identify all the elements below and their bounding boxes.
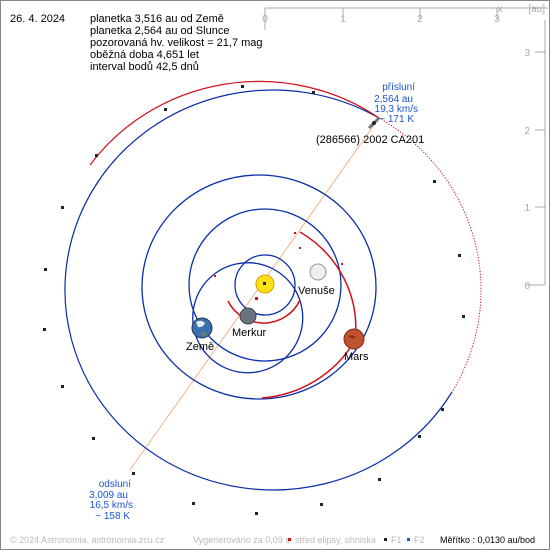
planet-labels: Venuše Merkur Země Mars (286566) 2002 CA… bbox=[186, 134, 424, 363]
aphelion-temp: ~ 158 K bbox=[95, 511, 130, 522]
venus-orbit bbox=[192, 263, 304, 374]
asteroid-orbit-above bbox=[378, 117, 482, 393]
center-marker-icon bbox=[288, 538, 291, 541]
perihelion-speed: 19,3 km/s bbox=[375, 104, 418, 115]
side-tick-label: 0 bbox=[524, 281, 530, 292]
aphelion-dist: 3,009 au bbox=[89, 490, 128, 501]
aphelion-speed: 16,5 km/s bbox=[90, 500, 133, 511]
f1-label: F1 bbox=[391, 535, 402, 545]
planet-orbits bbox=[141, 174, 377, 400]
mars-icon bbox=[343, 328, 365, 350]
info-line: planetka 3,516 au od Země bbox=[90, 13, 224, 25]
f2-label: F2 bbox=[414, 535, 425, 545]
mars-label: Mars bbox=[344, 351, 369, 363]
top-tick-label: 3 bbox=[494, 14, 500, 25]
earth-label: Země bbox=[186, 341, 214, 353]
f1-marker-icon bbox=[384, 538, 387, 541]
perihelion-info: přísluní 2,564 au 19,3 km/s ~ 171 K bbox=[374, 82, 418, 125]
orbit-dots bbox=[43, 85, 465, 515]
date-label: 26. 4. 2024 bbox=[10, 13, 66, 25]
x-axis-letter: x bbox=[498, 4, 503, 15]
info-line: planetka 2,564 au od Slunce bbox=[90, 25, 230, 37]
legend-center-text: střed elipsy, ohniska bbox=[295, 535, 376, 545]
side-tick-label: 3 bbox=[524, 48, 530, 59]
mercury-label: Merkur bbox=[232, 327, 267, 339]
scale-text: Měřítko : 0,0130 au/bod bbox=[440, 535, 535, 545]
perihelion-dist: 2,564 au bbox=[374, 94, 413, 105]
earth-icon bbox=[191, 317, 213, 339]
inner-orbit-dots bbox=[214, 232, 343, 300]
mercury-orbit bbox=[234, 254, 296, 316]
mars-orbit bbox=[141, 174, 377, 400]
top-axis-labels: 0 1 2 3 x [au] bbox=[262, 4, 545, 25]
side-axis bbox=[525, 20, 546, 286]
copyright-text: © 2024 Astronomia, astronomia.zcu.cz bbox=[10, 535, 165, 545]
side-axis-labels: 3 2 1 0 bbox=[524, 48, 530, 292]
perihelion-temp: ~ 171 K bbox=[379, 114, 414, 125]
top-tick-label: 0 bbox=[262, 14, 268, 25]
sun-icon bbox=[255, 274, 275, 294]
aphelion-info: odsluní 3,009 au 16,5 km/s ~ 158 K bbox=[89, 479, 133, 522]
info-block: planetka 3,516 au od Země planetka 2,564… bbox=[90, 13, 263, 73]
venus-icon bbox=[309, 263, 327, 281]
apsidal-line bbox=[129, 117, 380, 471]
side-tick-label: 2 bbox=[524, 126, 530, 137]
earth-orbit bbox=[188, 208, 342, 362]
generated-text: Vygenerováno za 0,09 s bbox=[193, 535, 290, 545]
side-tick-label: 1 bbox=[524, 203, 530, 214]
asteroid-orbit-below bbox=[64, 89, 453, 491]
asteroid-icon bbox=[367, 116, 381, 130]
info-line: oběžná doba 4,651 let bbox=[90, 49, 199, 61]
f2-marker-icon bbox=[407, 538, 410, 541]
footer: © 2024 Astronomia, astronomia.zcu.cz Vyg… bbox=[10, 535, 535, 545]
unit-label: [au] bbox=[528, 4, 545, 15]
top-tick-label: 2 bbox=[417, 14, 423, 25]
info-line: interval bodů 42,5 dnů bbox=[90, 61, 199, 73]
perihelion-title: přísluní bbox=[382, 82, 415, 93]
mercury-icon bbox=[239, 307, 257, 325]
top-tick-label: 1 bbox=[340, 14, 346, 25]
aphelion-title: odsluní bbox=[99, 479, 131, 490]
venus-label: Venuše bbox=[298, 285, 335, 297]
asteroid-label: (286566) 2002 CA201 bbox=[316, 134, 424, 146]
info-line: pozorovaná hv. velikost = 21,7 mag bbox=[90, 37, 263, 49]
top-axis bbox=[264, 7, 548, 30]
